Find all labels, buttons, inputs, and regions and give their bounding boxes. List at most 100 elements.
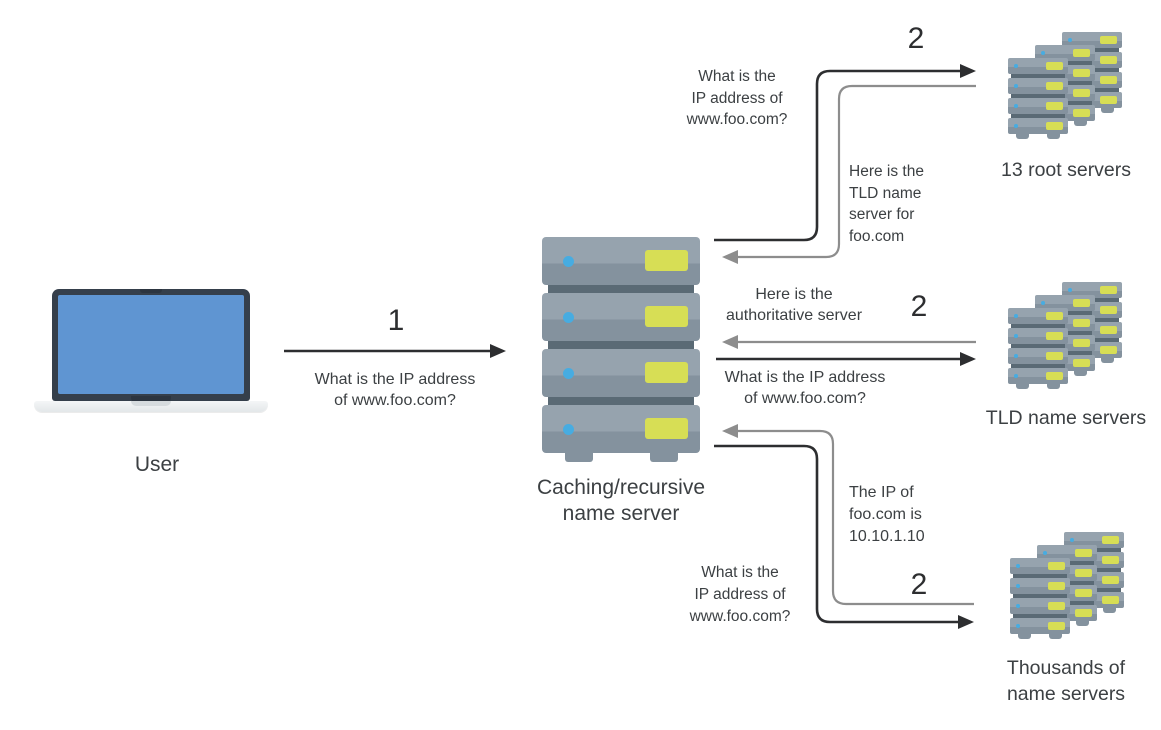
drive-panel-icon [1075, 589, 1092, 597]
tld-response-text: Here is the authoritative server [694, 284, 894, 326]
server-connector [1013, 574, 1067, 578]
root-query-line: IP address of [691, 89, 783, 107]
led-icon [1068, 38, 1072, 42]
root-query-line: www.foo.com? [686, 111, 788, 128]
drive-panel-icon [1102, 556, 1119, 564]
step-2-thousands-label: 2 [910, 568, 928, 601]
server-unit [1062, 282, 1122, 298]
drive-panel-icon [1100, 36, 1117, 44]
drive-panel-icon [1100, 306, 1117, 314]
drive-panel-icon [1075, 549, 1092, 557]
thousands-query-text: What is the IP address of www.foo.com? [650, 562, 830, 628]
drive-panel-icon [1073, 359, 1090, 367]
thousands-query-line: www.foo.com? [689, 608, 791, 625]
server-foot [1018, 634, 1031, 639]
led-icon [1014, 104, 1018, 108]
server-unit [542, 405, 700, 453]
drive-panel-icon [1100, 56, 1117, 64]
caching-server-label: Caching/recursive name server [521, 475, 721, 527]
tld-query-line: What is the IP address [724, 369, 886, 386]
tld-servers-label: TLD name servers [985, 407, 1147, 429]
drive-panel-icon [1073, 89, 1090, 97]
server-unit [1008, 118, 1068, 134]
led-icon [563, 368, 574, 379]
drive-panel-icon [1100, 76, 1117, 84]
server-feet [1008, 384, 1068, 390]
root-servers-icon [1008, 32, 1130, 148]
drive-panel-icon [1075, 609, 1092, 617]
user-query-line: What is the IP address [314, 371, 476, 388]
caching-server-label-line2: name server [562, 502, 680, 525]
arrow-root-response [722, 84, 976, 264]
arrow-thousands-response [722, 424, 974, 606]
drive-panel-icon [1100, 326, 1117, 334]
step-2-tld-label: 2 [910, 290, 928, 323]
drive-panel-icon [645, 250, 688, 271]
user-query-text: What is the IP address of www.foo.com? [275, 369, 515, 411]
server-stack [1008, 58, 1068, 140]
server-foot [1049, 634, 1062, 639]
tld-query-text: What is the IP address of www.foo.com? [695, 367, 915, 409]
server-unit [1035, 45, 1095, 61]
server-connector [1011, 114, 1065, 118]
server-stack [1010, 558, 1070, 640]
thousands-response-text: The IP of foo.com is 10.10.1.10 [849, 482, 979, 548]
tld-response-line: authoritative server [725, 307, 863, 324]
led-icon [1014, 354, 1018, 358]
drive-panel-icon [1073, 109, 1090, 117]
drive-panel-icon [1046, 332, 1063, 340]
root-response-line: Here is the [849, 163, 924, 180]
led-icon [1068, 288, 1072, 292]
caching-server-icon [542, 237, 700, 463]
thousands-servers-label-line1: Thousands of [1006, 657, 1126, 679]
thousands-servers-label-line2: name servers [1006, 683, 1126, 705]
drive-panel-icon [645, 362, 688, 383]
server-unit [542, 349, 700, 397]
led-icon [1014, 314, 1018, 318]
laptop-bezel [52, 289, 250, 402]
tld-response-line: Here is the [755, 286, 833, 303]
root-response-line: TLD name [849, 184, 922, 202]
thousands-query-line: What is the [701, 564, 779, 581]
led-icon [1043, 551, 1047, 555]
server-connector [1011, 344, 1065, 348]
drive-panel-icon [645, 418, 688, 439]
caching-server-label-line1: Caching/recursive [536, 476, 706, 499]
tld-servers-icon [1008, 282, 1130, 398]
drive-panel-icon [1046, 122, 1063, 130]
thousands-servers-label: Thousands of name servers [966, 655, 1161, 707]
server-connector [1011, 324, 1065, 328]
drive-panel-icon [1100, 286, 1117, 294]
server-foot [1016, 384, 1029, 389]
server-connector [1011, 74, 1065, 78]
server-feet [542, 453, 700, 463]
led-icon [1070, 538, 1074, 542]
arrow-thousands-query [714, 444, 974, 629]
drive-panel-icon [1100, 96, 1117, 104]
drive-panel-icon [1073, 319, 1090, 327]
server-unit [1010, 618, 1070, 634]
server-unit [542, 237, 700, 285]
drive-panel-icon [1048, 602, 1065, 610]
server-unit [1010, 578, 1070, 594]
server-foot [1101, 108, 1114, 113]
server-foot [1047, 384, 1060, 389]
root-response-line: foo.com [849, 227, 905, 245]
server-feet [1008, 134, 1068, 140]
laptop-base [34, 401, 268, 412]
led-icon [1041, 301, 1045, 305]
server-connector [1013, 614, 1067, 618]
server-unit [1035, 295, 1095, 311]
led-icon [1016, 604, 1020, 608]
server-feet [1010, 634, 1070, 640]
thousands-servers-icon [1010, 532, 1132, 648]
user-label: User [134, 453, 180, 476]
user-laptop-icon [34, 287, 268, 415]
server-unit [542, 293, 700, 341]
server-unit [1062, 32, 1122, 48]
led-icon [1014, 374, 1018, 378]
thousands-response-line: 10.10.1.10 [849, 528, 925, 545]
drive-panel-icon [1102, 536, 1119, 544]
server-unit [1037, 545, 1097, 561]
